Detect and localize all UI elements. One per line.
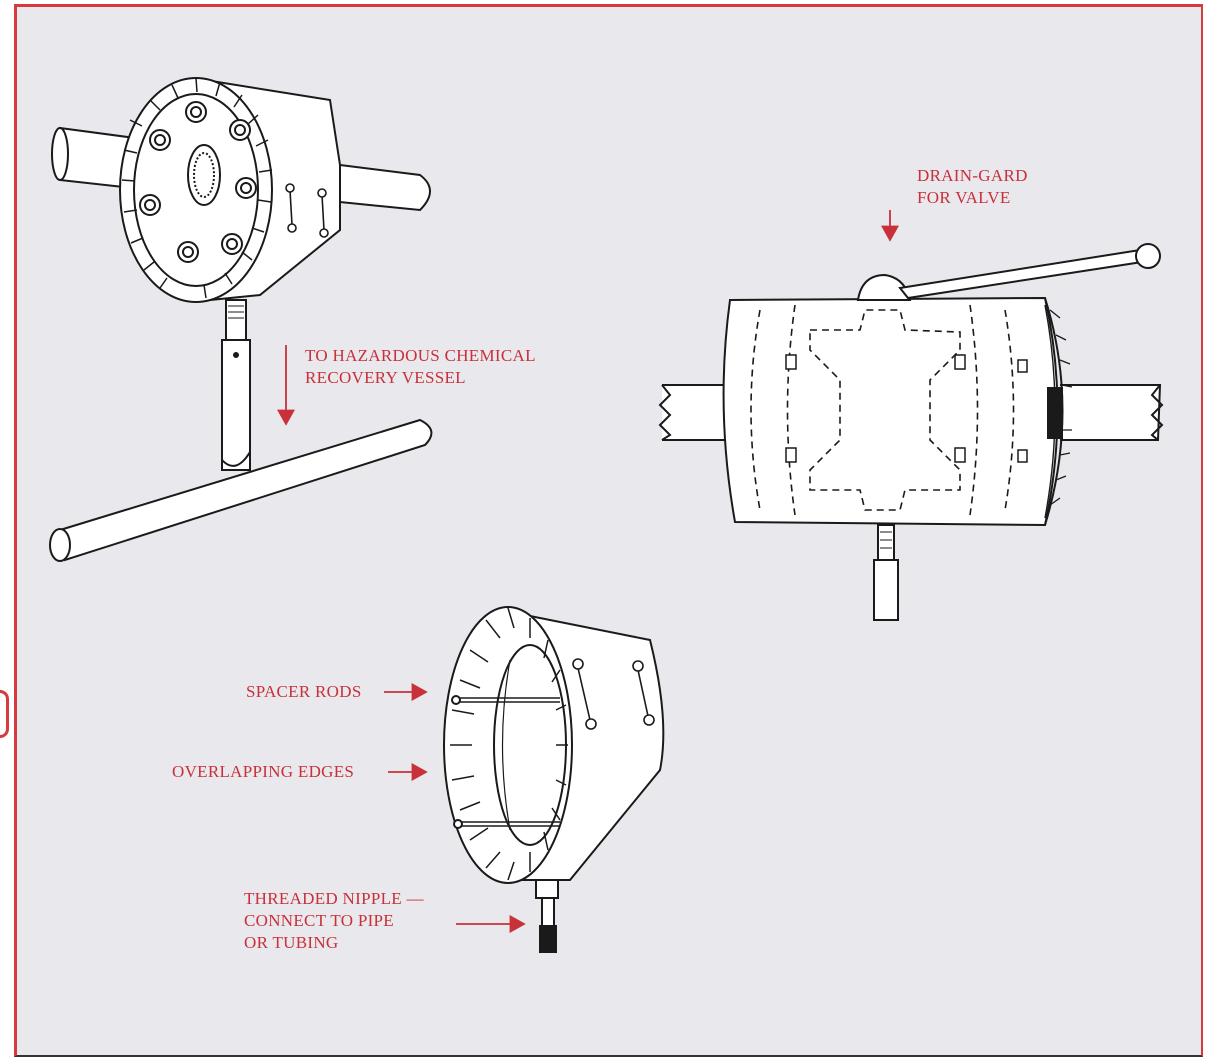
- valve-guard-illustration: [658, 243, 1164, 621]
- threaded-nipple-line-2: CONNECT TO PIPE: [244, 911, 394, 930]
- hazardous-line-2: RECOVERY VESSEL: [305, 368, 466, 387]
- threaded-nipple-line-1: THREADED NIPPLE —: [244, 889, 424, 908]
- spacer-rods-label: SPACER RODS: [246, 682, 362, 701]
- drain-gard-line-2: FOR VALVE: [917, 188, 1011, 207]
- hazardous-line-1: TO HAZARDOUS CHEMICAL: [305, 346, 536, 365]
- threaded-nipple-label: THREADED NIPPLE — CONNECT TO PIPE OR TUB…: [244, 888, 424, 954]
- callout-arrows: [277, 210, 899, 933]
- overlapping-edges-label: OVERLAPPING EDGES: [172, 762, 355, 781]
- threaded-nipple-line-3: OR TUBING: [244, 933, 339, 952]
- open-guard-illustration: [443, 606, 665, 953]
- drain-gard-label: DRAIN-GARD FOR VALVE: [917, 165, 1028, 209]
- edge-mark: [0, 690, 9, 738]
- flange-guard-illustration: [49, 77, 433, 562]
- drain-gard-line-1: DRAIN-GARD: [917, 166, 1028, 185]
- hazardous-label: TO HAZARDOUS CHEMICAL RECOVERY VESSEL: [305, 345, 536, 389]
